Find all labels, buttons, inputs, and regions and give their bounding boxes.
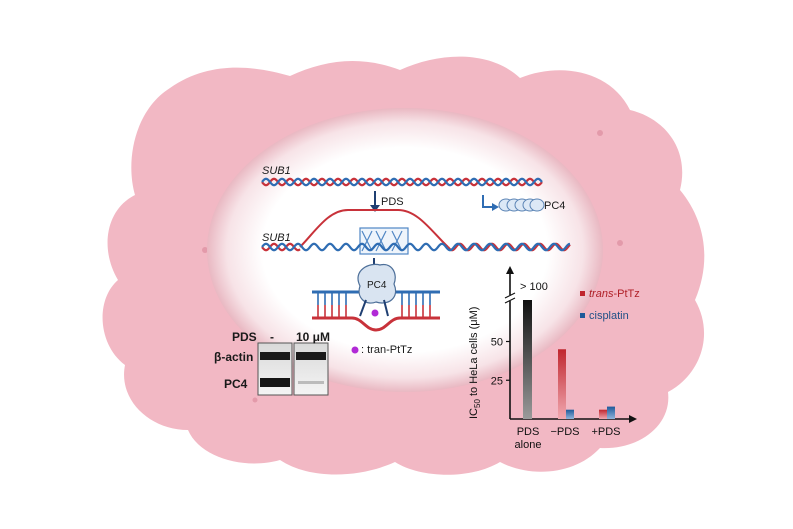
gene-label-bottom: SUB1 bbox=[262, 232, 291, 244]
bar-pds-alone bbox=[523, 300, 532, 419]
blot-lane-1: - bbox=[270, 330, 274, 344]
bar-cisplatin bbox=[566, 409, 574, 419]
cell-dot bbox=[202, 247, 208, 253]
axis-break-gap bbox=[506, 295, 514, 301]
blot-row-pc4: PC4 bbox=[224, 377, 248, 391]
pc4-bound-label: PC4 bbox=[367, 280, 387, 291]
cell-dot bbox=[252, 397, 258, 403]
compound-legend-text: : tran-PtTz bbox=[361, 344, 413, 356]
y-tick-label: 50 bbox=[491, 337, 503, 349]
blot-band-actin-1 bbox=[260, 352, 290, 360]
legend-swatch bbox=[580, 313, 585, 318]
blot-header-treatment: PDS bbox=[232, 330, 257, 344]
category-label: −PDS bbox=[550, 426, 579, 438]
legend-swatch bbox=[580, 291, 585, 296]
bar-annotation: > 100 bbox=[520, 281, 548, 293]
pc4-expressed-label: PC4 bbox=[544, 200, 566, 212]
blot-row-actin: β-actin bbox=[214, 350, 254, 364]
pds-arrow bbox=[370, 191, 380, 212]
blot-band-pc4-1 bbox=[260, 378, 290, 387]
ic50-bar-chart: 25 50 IC50 to HeLa cells (μM) > 100PDSalone… bbox=[468, 266, 640, 451]
pc4-protein-chain bbox=[498, 198, 545, 212]
ladder-dna bbox=[312, 290, 440, 332]
category-label: PDS bbox=[517, 426, 540, 438]
blot-lane-2: 10 μM bbox=[296, 330, 331, 344]
cell-dot bbox=[597, 130, 603, 136]
bar-trans-PtTz bbox=[599, 409, 607, 419]
pc4-bound-protein bbox=[357, 263, 397, 304]
bar-cisplatin bbox=[607, 406, 615, 419]
category-label: +PDS bbox=[591, 426, 620, 438]
y-tick-label: 25 bbox=[491, 375, 503, 387]
gene-label-top: SUB1 bbox=[262, 165, 291, 177]
ptTz-legend-dot bbox=[351, 346, 359, 354]
g-quadruplex-loop bbox=[299, 209, 449, 248]
dna-helix-top bbox=[261, 177, 543, 187]
axis-break-mark bbox=[504, 292, 516, 299]
pc4-binding-finger bbox=[359, 299, 367, 317]
y-axis-label: IC50 to HeLa cells (μM) bbox=[468, 307, 482, 419]
bar-trans-PtTz bbox=[558, 349, 566, 419]
legend-entry: trans-PtTz bbox=[589, 288, 640, 300]
cell-dot bbox=[617, 240, 623, 246]
x-axis-arrow bbox=[629, 415, 637, 423]
pc4-binding-finger bbox=[383, 299, 389, 317]
category-label: alone bbox=[515, 439, 542, 451]
ptTz-dot bbox=[371, 309, 379, 317]
pds-arrow-label: PDS bbox=[381, 196, 404, 208]
y-axis-arrow bbox=[506, 266, 514, 274]
axis-break-mark bbox=[504, 297, 516, 304]
western-blot bbox=[257, 342, 329, 396]
blot-band-actin-2 bbox=[296, 352, 326, 360]
dna-helix-bottom bbox=[261, 242, 571, 252]
compound-legend-label: : tran-PtTz bbox=[361, 345, 412, 356]
legend-entry: cisplatin bbox=[589, 310, 629, 322]
expression-arrow bbox=[482, 195, 499, 211]
blot-band-pc4-2 bbox=[298, 381, 324, 384]
